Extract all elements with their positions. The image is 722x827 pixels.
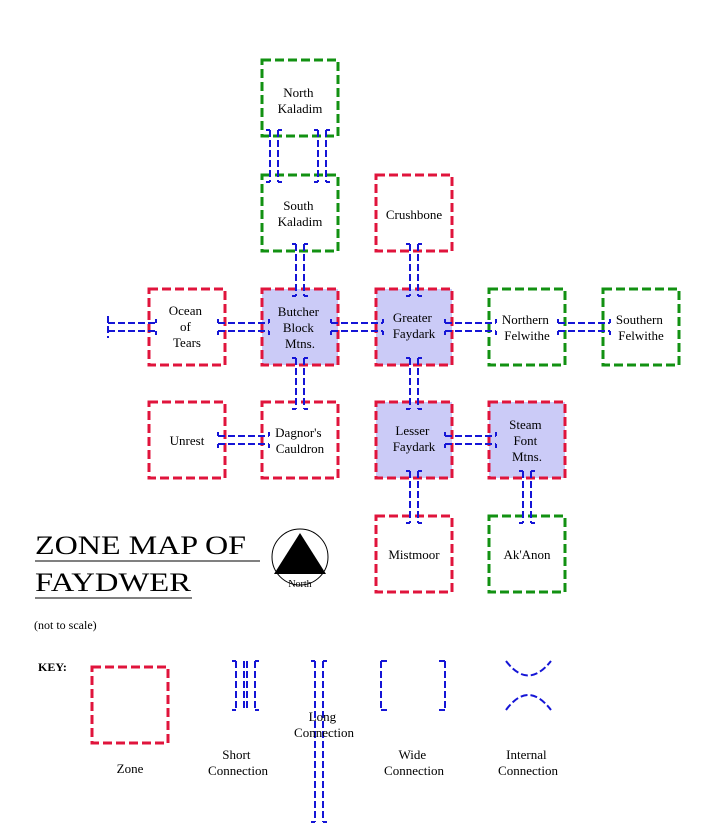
zone-box (374, 400, 454, 480)
map-key: KEY: Zone Short Connection Long Connecti… (38, 660, 558, 823)
key-wide-connection-icon (380, 660, 446, 711)
key-short-connection-icon (232, 660, 259, 711)
zone-butcher-block: Butcher Block Mtns. (260, 287, 340, 367)
key-heading: KEY: (38, 660, 67, 674)
short-connection-lf-mm (406, 470, 422, 524)
zone-box (260, 287, 340, 367)
zone-box (487, 514, 567, 594)
short-connection-cb-gf (406, 243, 422, 297)
long-connection-nk-sk-left (266, 129, 282, 183)
zone-mistmoor: Mistmoor (374, 514, 454, 594)
zone-akanon: Ak'Anon (487, 514, 567, 594)
zone-southern-felwithe: Southern Felwithe (601, 287, 681, 367)
zone-greater-faydark: Greater Faydark (374, 287, 454, 367)
zone-box (487, 287, 567, 367)
zone-steamfont-mountains: Steam Font Mtns. (487, 400, 567, 480)
key-zone-label: Zone (117, 761, 144, 776)
zone-box (374, 514, 454, 594)
short-connection-bb-dc (292, 357, 308, 410)
short-connection-sk-bb (292, 243, 308, 297)
zone-box (260, 173, 340, 253)
zone-label: Northern Felwithe (502, 312, 552, 343)
zone-box (147, 287, 227, 367)
zone-box (147, 400, 227, 480)
zone-label: Ak'Anon (503, 547, 551, 562)
zone-label: Butcher Block Mtns. (278, 304, 322, 351)
zone-dagnors-cauldron: Dagnor's Cauldron (260, 400, 340, 480)
key-zone: Zone (90, 665, 170, 776)
zone-label: South Kaladim (278, 198, 323, 229)
connections (107, 129, 611, 524)
zone-box (260, 400, 340, 480)
short-connection-gf-lf (406, 357, 422, 410)
title-line-1: ZONE MAP OF (35, 531, 246, 560)
zone-label: Greater Faydark (393, 310, 436, 341)
short-connection-lf-sf (444, 432, 497, 448)
short-connection-nf-sf (557, 319, 611, 335)
short-connection-ot-bb (217, 319, 270, 335)
zone-label: North Kaladim (278, 85, 323, 116)
map-title: ZONE MAP OF FAYDWER (not to scale) (34, 531, 260, 632)
zone-box (601, 287, 681, 367)
short-connection-ocean-west (107, 316, 157, 338)
zone-lesser-faydark: Lesser Faydark (374, 400, 454, 480)
zone-label: Steam Font Mtns. (509, 417, 545, 464)
zone-box (374, 287, 454, 367)
zone-unrest: Unrest (147, 400, 227, 480)
title-line-2: FAYDWER (35, 568, 192, 597)
zone-box (260, 58, 340, 138)
key-internal-label: Internal Connection (498, 747, 558, 778)
short-connection-gf-nf (444, 319, 497, 335)
compass-label: North (288, 579, 311, 590)
zone-label: Southern Felwithe (616, 312, 666, 343)
key-wide-label: Wide Connection (384, 747, 444, 778)
key-long-label: Long Connection (294, 709, 354, 740)
zone-label: Mistmoor (388, 547, 440, 562)
zone-label: Dagnor's Cauldron (275, 425, 325, 456)
zone-south-kaladim: South Kaladim (260, 173, 340, 253)
short-connection-sf-ak (519, 470, 535, 524)
north-compass-icon: North (271, 528, 329, 590)
scale-note: (not to scale) (34, 618, 97, 632)
key-short-label: Short Connection (208, 747, 268, 778)
zone-box (487, 400, 567, 480)
zone-label: Unrest (170, 433, 205, 448)
short-connection-ur-dc (217, 432, 270, 448)
zone-crushbone: Crushbone (374, 173, 454, 253)
zone-label: Lesser Faydark (393, 423, 436, 454)
key-internal-connection-icon (505, 660, 552, 711)
zone-label: Ocean of Tears (169, 303, 205, 350)
zone-ocean-of-tears: Ocean of Tears (147, 287, 227, 367)
long-connection-nk-sk-right (314, 129, 330, 183)
zone-label: Crushbone (386, 207, 443, 222)
zone-box (374, 173, 454, 253)
key-long-connection-icon (311, 660, 327, 823)
zone-north-kaladim: North Kaladim (260, 58, 340, 138)
short-connection-bb-gf (330, 319, 384, 335)
zone-northern-felwithe: Northern Felwithe (487, 287, 567, 367)
